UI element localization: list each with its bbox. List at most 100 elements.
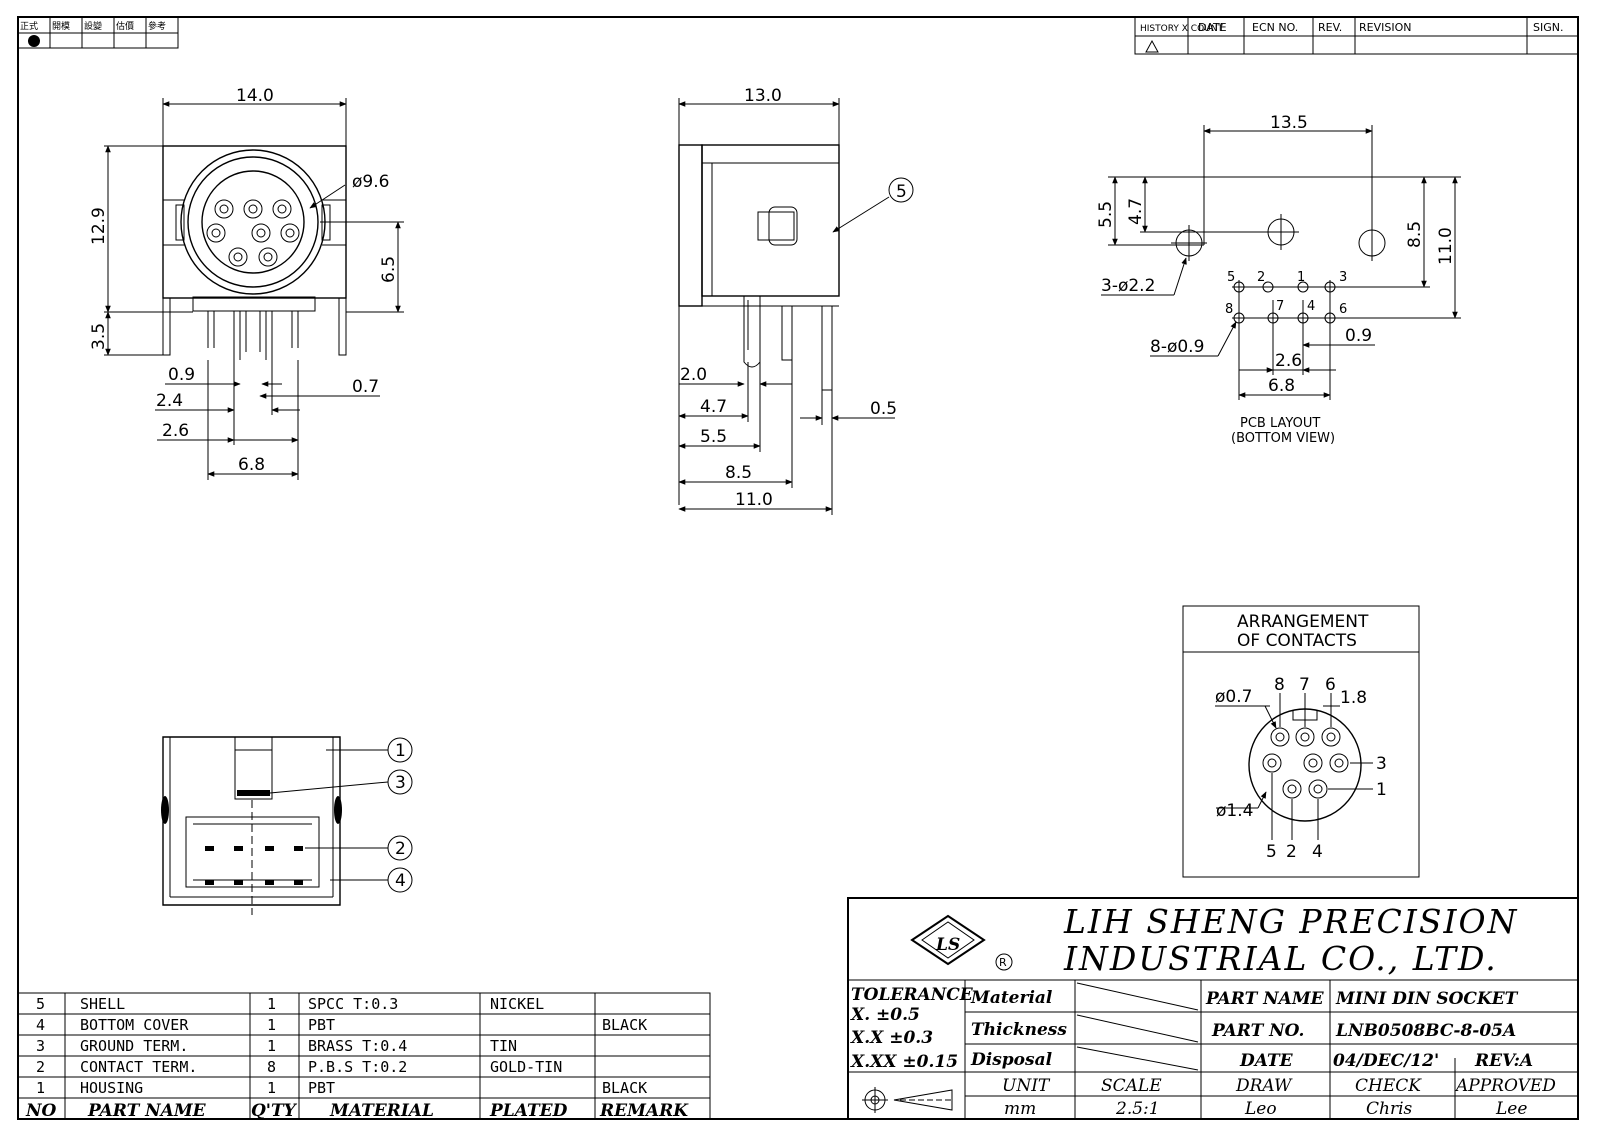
stamp-mark [28,35,40,47]
pcb-pin-2: 2 [1257,270,1265,285]
pcb-pin-3: 3 [1339,270,1347,285]
bom-row-1-qty: 1 [267,1016,276,1034]
balloon-4-label: 4 [395,871,406,891]
arr-label-2: 2 [1286,842,1297,862]
front-view [162,145,347,360]
draw-label: DRAW [1235,1076,1293,1096]
dim-side-0-5: 0.5 [870,399,897,419]
unit-label: UNIT [1002,1076,1051,1096]
stamp-box: 正式 開模 設變 估價 參考 [17,16,179,49]
stamp-header-3: 估價 [116,20,134,32]
arr-label-1: 1 [1376,780,1387,800]
company-name-line1: LIH SHENG PRECISION [1063,902,1518,941]
svg-text:LS: LS [935,935,960,955]
arrangement-pins [1262,727,1349,799]
bom-header-material: MATERIAL [329,1101,434,1121]
title-block: LS R LIH SHENG PRECISION INDUSTRIAL CO.,… [847,897,1579,1120]
dim-front-height: 12.9 [89,207,109,245]
pcb-pin-4: 4 [1307,299,1315,314]
balloon-5-label: 5 [896,182,907,202]
pcb-caption-1: PCB LAYOUT [1240,416,1320,431]
bottom-slots [205,846,303,885]
balloon-1-label: 1 [395,741,406,761]
bom-row-4-no: 1 [36,1079,45,1097]
balloon-2-label: 2 [395,839,406,859]
company-logo: LS R [910,914,1013,971]
bom-header-qty: Q'TY [251,1101,298,1121]
history-header-3: REV. [1318,21,1342,34]
pcb-pin-5: 5 [1227,270,1235,285]
draw-value: Leo [1244,1099,1277,1119]
bom-row-1-no: 4 [36,1016,45,1034]
dim-front-6-8: 6.8 [238,455,265,475]
bom-row-3-part-name: CONTACT TERM. [80,1058,197,1076]
bom-row-0-qty: 1 [267,995,276,1013]
drawing-border [17,16,1579,1120]
bom-row-1-material: PBT [308,1016,335,1034]
dim-side-2-0: 2.0 [680,365,707,385]
material-label: Material [970,988,1053,1008]
tolerance-x: X. ±0.5 [850,1005,920,1025]
pcb-pins [1232,280,1337,400]
check-label: CHECK [1355,1076,1422,1096]
pcb-dimensions: 13.5 5.5 4.7 8.5 11.0 3-ø2.2 8-ø0.9 0.9 … [1096,113,1461,446]
arr-label-d1-4: ø1.4 [1216,801,1253,821]
history-header-4: REVISION [1359,21,1411,34]
unit-value: mm [1004,1099,1036,1119]
bom-header-no: NO [25,1101,57,1121]
history-header-2: ECN NO. [1252,21,1298,34]
warning-triangle-icon [1145,39,1159,53]
dim-pcb-mount-holes: 3-ø2.2 [1101,276,1155,296]
arr-label-8: 8 [1274,675,1285,695]
bom-row-1-part-name: BOTTOM COVER [80,1016,189,1034]
bom-row-4-material: PBT [308,1079,335,1097]
balloon-5 [888,177,914,203]
scale-value: 2.5:1 [1115,1099,1160,1119]
dim-front-diameter: ø9.6 [352,172,389,192]
arr-label-d0-7: ø0.7 [1215,687,1252,707]
side-view-dimensions: 13.0 2.0 4.7 5.5 8.5 11.0 0.5 5 [678,86,914,515]
bom-header-part-name: PART NAME [87,1101,207,1121]
bom-row-4-part-name: HOUSING [80,1079,143,1097]
arr-label-1-8: 1.8 [1340,688,1367,708]
dim-front-2-6: 2.6 [162,421,189,441]
arr-label-3: 3 [1376,754,1387,774]
dim-pcb-4-7: 4.7 [1126,198,1146,225]
arrangement-title-2: OF CONTACTS [1237,631,1357,651]
pcb-caption-2: (BOTTOM VIEW) [1231,431,1335,446]
date-value: 04/DEC/12' [1333,1051,1439,1071]
company-name-line2: INDUSTRIAL CO., LTD. [1063,939,1498,978]
front-contacts [206,199,300,267]
tolerance-xxx: X.XX ±0.15 [850,1052,958,1072]
arr-label-6: 6 [1325,675,1336,695]
part-no-value: LNB0508BC-8-05A [1335,1021,1516,1041]
bom-row-4-qty: 1 [267,1079,276,1097]
dim-front-0-9: 0.9 [168,365,195,385]
revision-value: REV:A [1474,1051,1533,1071]
bom-header-plated: PLATED [489,1101,568,1121]
dim-side-4-7: 4.7 [700,397,727,417]
bom-row-2-part-name: GROUND TERM. [80,1037,188,1055]
history-header-5: SIGN. [1533,21,1563,34]
history-header-0: HISTORY X COUNT [1140,24,1223,34]
dim-front-2-4: 2.4 [156,391,183,411]
dim-front-pin-length: 3.5 [89,323,109,350]
stamp-header-0: 正式 [20,20,38,32]
tolerance-xx: X.X ±0.3 [850,1028,933,1048]
side-view [678,144,840,391]
bom-row-2-no: 3 [36,1037,45,1055]
revision-history-box: HISTORY X COUNT DATE ECN NO. REV. REVISI… [1134,16,1579,55]
dim-pcb-5-5: 5.5 [1096,201,1116,228]
stamp-header-4: 參考 [148,20,166,32]
pcb-pin-6: 6 [1339,302,1347,317]
arr-label-4: 4 [1312,842,1323,862]
bottom-view [161,736,342,915]
bom-row-0-no: 5 [36,995,45,1013]
dim-pcb-2-6: 2.6 [1275,351,1302,371]
dim-pcb-11-0: 11.0 [1436,227,1456,265]
front-view-dimensions: 14.0 12.9 ø9.6 6.5 3.5 0.9 2.4 2.6 0.7 6… [89,86,404,480]
dim-side-11-0: 11.0 [735,490,773,510]
stamp-header-1: 開模 [52,21,70,32]
